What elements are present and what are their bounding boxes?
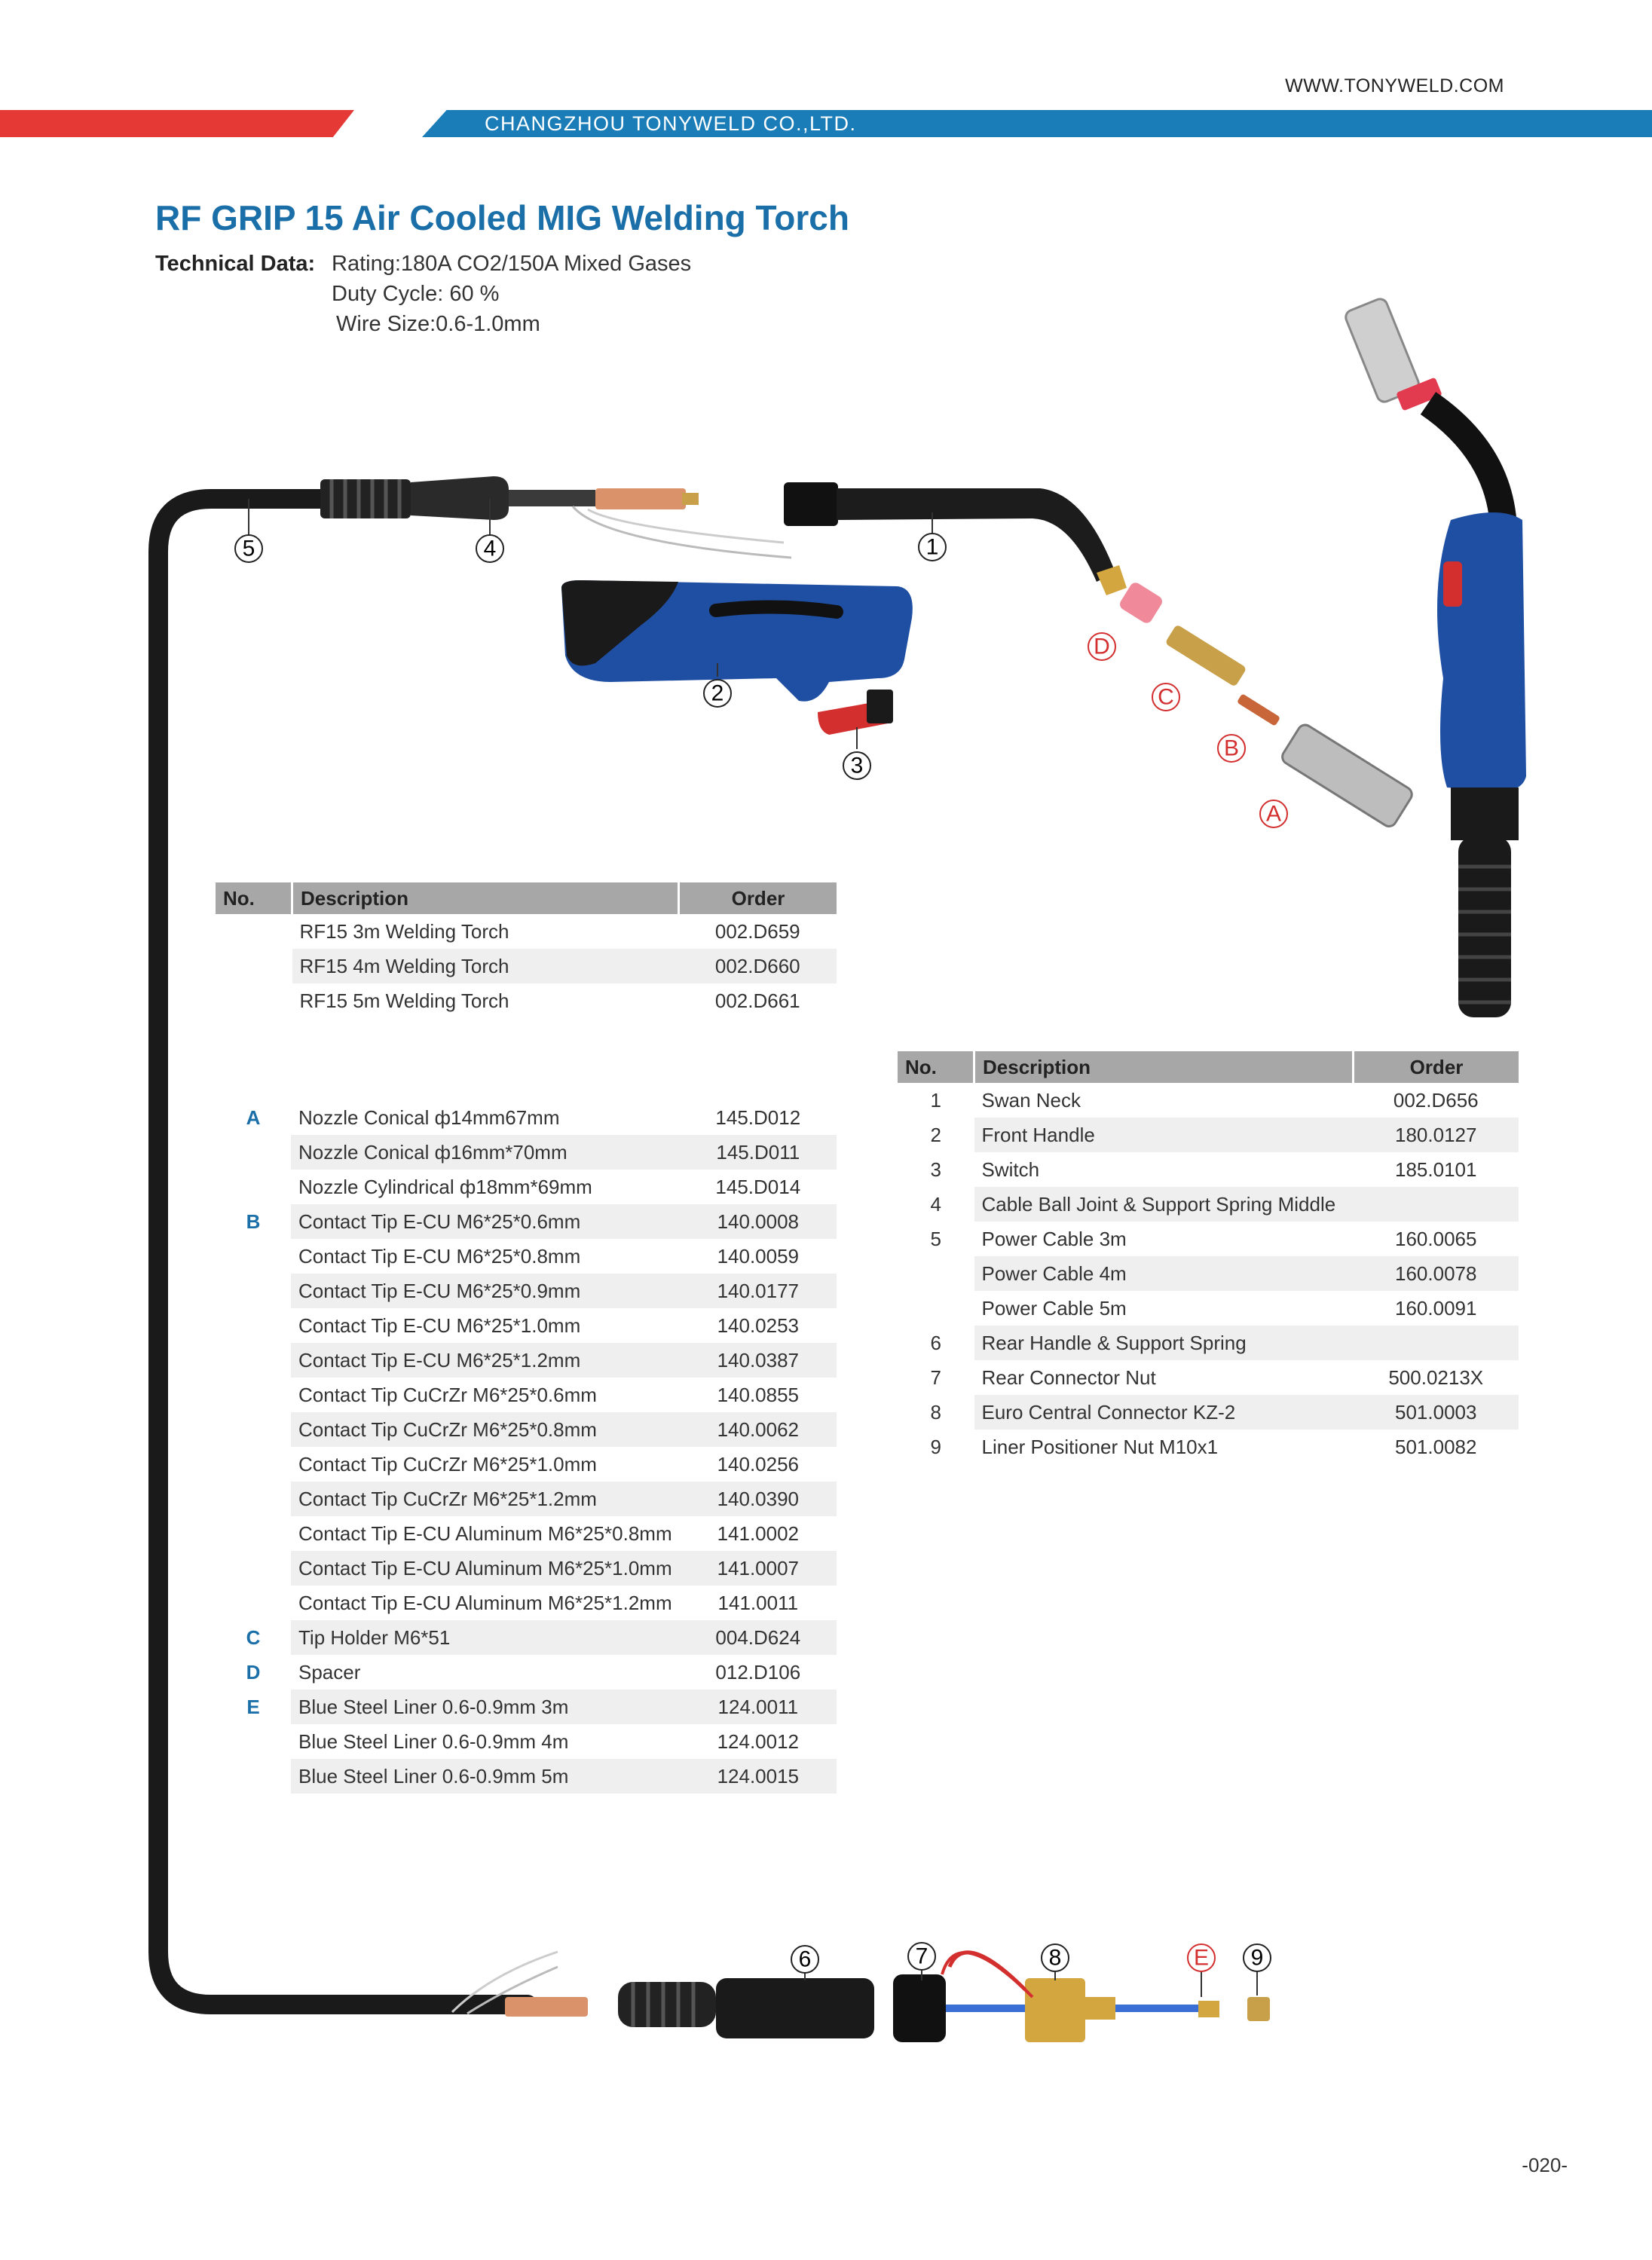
contact-tip-icon	[1237, 694, 1280, 726]
callout-9: 9	[1243, 1943, 1271, 1972]
spacer-icon	[1120, 583, 1162, 623]
column-header-order: Order	[1353, 1051, 1519, 1083]
svg-text:D: D	[1094, 635, 1110, 659]
swan-neck-icon	[784, 482, 1127, 595]
svg-text:4: 4	[484, 537, 497, 561]
svg-text:6: 6	[799, 1947, 812, 1972]
website-url: WWW.TONYWELD.COM	[1285, 75, 1504, 96]
page-title: RF GRIP 15 Air Cooled MIG Welding Torch	[155, 198, 849, 237]
euro-connector-icon	[941, 1950, 1206, 2042]
column-header-order: Order	[678, 882, 837, 914]
assembled-torch-icon	[1345, 298, 1526, 1017]
header-red-bar	[0, 110, 354, 137]
tip-holder-icon	[1166, 625, 1246, 686]
switch-icon	[818, 690, 893, 735]
rear-handle-spring-icon	[618, 1978, 874, 2038]
callout-e: E	[1187, 1943, 1216, 1972]
svg-text:1: 1	[926, 535, 939, 560]
svg-text:3: 3	[851, 754, 864, 778]
technical-data-wire-size: Wire Size:0.6-1.0mm	[336, 312, 540, 336]
callout-6: 6	[791, 1945, 819, 1974]
callout-7: 7	[907, 1942, 936, 1971]
svg-text:C: C	[1158, 685, 1174, 710]
callout-d: D	[1088, 632, 1116, 661]
page-number: -020-	[1522, 2154, 1568, 2176]
power-cable	[148, 489, 537, 2014]
svg-text:E: E	[1194, 1946, 1209, 1971]
svg-text:B: B	[1224, 736, 1239, 761]
svg-text:A: A	[1266, 802, 1281, 827]
nozzle-icon	[1281, 723, 1413, 827]
technical-data-duty-cycle: Duty Cycle: 60 %	[332, 282, 500, 306]
liner-positioner-nut-icon	[1247, 1997, 1270, 2021]
column-header-no: No.	[216, 882, 293, 914]
rear-connector-nut-icon	[893, 1974, 946, 2042]
liner-end-icon	[1198, 2001, 1219, 2017]
technical-data-rating: Rating:180A CO2/150A Mixed Gases	[332, 252, 692, 276]
header-blue-bar	[422, 110, 1652, 137]
svg-text:5: 5	[243, 537, 255, 561]
torch-models-table: No. Description Order RF15 3m Welding To…	[216, 882, 837, 1018]
callout-a: A	[1259, 800, 1288, 828]
column-header-no: No.	[898, 1051, 975, 1083]
front-handle-icon	[561, 580, 913, 702]
technical-data-label: Technical Data:	[155, 252, 316, 276]
callout-b: B	[1217, 734, 1246, 763]
cable-end-icon	[451, 1950, 588, 2017]
callout-4: 4	[476, 534, 504, 563]
company-name: CHANGZHOU TONYWELD CO.,LTD.	[485, 112, 857, 135]
column-header-description: Description	[292, 882, 680, 914]
column-header-description: Description	[974, 1051, 1354, 1083]
callout-3: 3	[843, 751, 871, 780]
svg-text:8: 8	[1049, 1946, 1062, 1971]
callout-1: 1	[918, 533, 947, 561]
callout-2: 2	[703, 679, 732, 708]
svg-text:7: 7	[916, 1944, 928, 1969]
svg-text:2: 2	[711, 681, 724, 706]
callout-c: C	[1152, 683, 1180, 711]
callout-8: 8	[1041, 1943, 1069, 1972]
svg-text:9: 9	[1251, 1946, 1264, 1971]
ball-joint-spring-icon	[320, 476, 792, 559]
callout-5: 5	[234, 534, 263, 563]
